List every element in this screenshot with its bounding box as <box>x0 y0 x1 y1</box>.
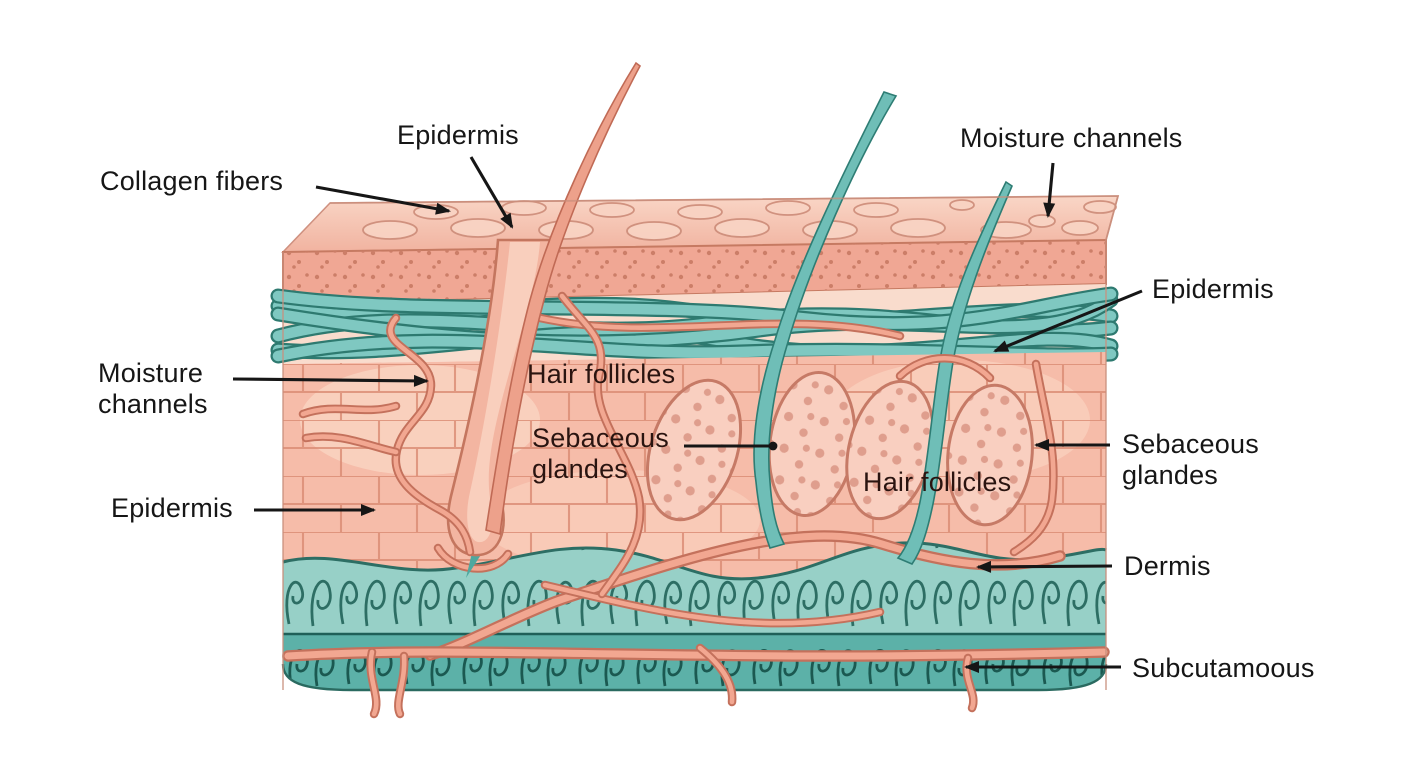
label-moisture-channels-left: Moisture channels <box>98 358 208 420</box>
label-epidermis-top: Epidermis <box>397 120 519 150</box>
label-hair-follicles-mid: Hair follicles <box>527 359 676 389</box>
hair-shafts <box>485 61 1013 565</box>
arrow-epidermis-top <box>469 156 514 229</box>
block-outline <box>282 195 1120 690</box>
stratum-corneum-band <box>282 238 1107 306</box>
skin-pores <box>362 199 1117 241</box>
arrow-collagen-fibers <box>315 185 451 215</box>
label-epidermis-left: Epidermis <box>111 493 233 523</box>
label-sebaceous-glandes-right: Sebaceous glandes <box>1122 429 1259 491</box>
pointer-sebaceous-mid <box>684 441 778 451</box>
label-collagen-fibers: Collagen fibers <box>100 166 284 196</box>
hair-shaft-teal-1 <box>753 91 898 549</box>
moisture-channel-vessels <box>298 291 1058 599</box>
arrow-dermis <box>976 560 1113 573</box>
arrow-moisture-top <box>1043 162 1056 218</box>
hair-shaft-teal-2 <box>896 180 1013 565</box>
label-subcutaneous: Subcutamoous <box>1132 653 1315 683</box>
label-epidermis-right: Epidermis <box>1152 274 1274 304</box>
label-moisture-channels-top: Moisture channels <box>960 123 1183 153</box>
epidermis-top-surface <box>281 195 1120 253</box>
label-hair-follicles-right: Hair follicles <box>863 467 1012 497</box>
label-arrows <box>232 156 1143 673</box>
label-dermis: Dermis <box>1124 551 1211 581</box>
subcutaneous-blood-vessels <box>282 530 1110 719</box>
arrow-epidermis-right <box>993 289 1143 353</box>
label-sebaceous-glandes-mid: Sebaceous glandes <box>532 423 669 485</box>
hair-shaft-pink <box>485 61 642 536</box>
arrow-moisture-left <box>232 374 429 387</box>
sebaceous-glands <box>645 370 1034 527</box>
